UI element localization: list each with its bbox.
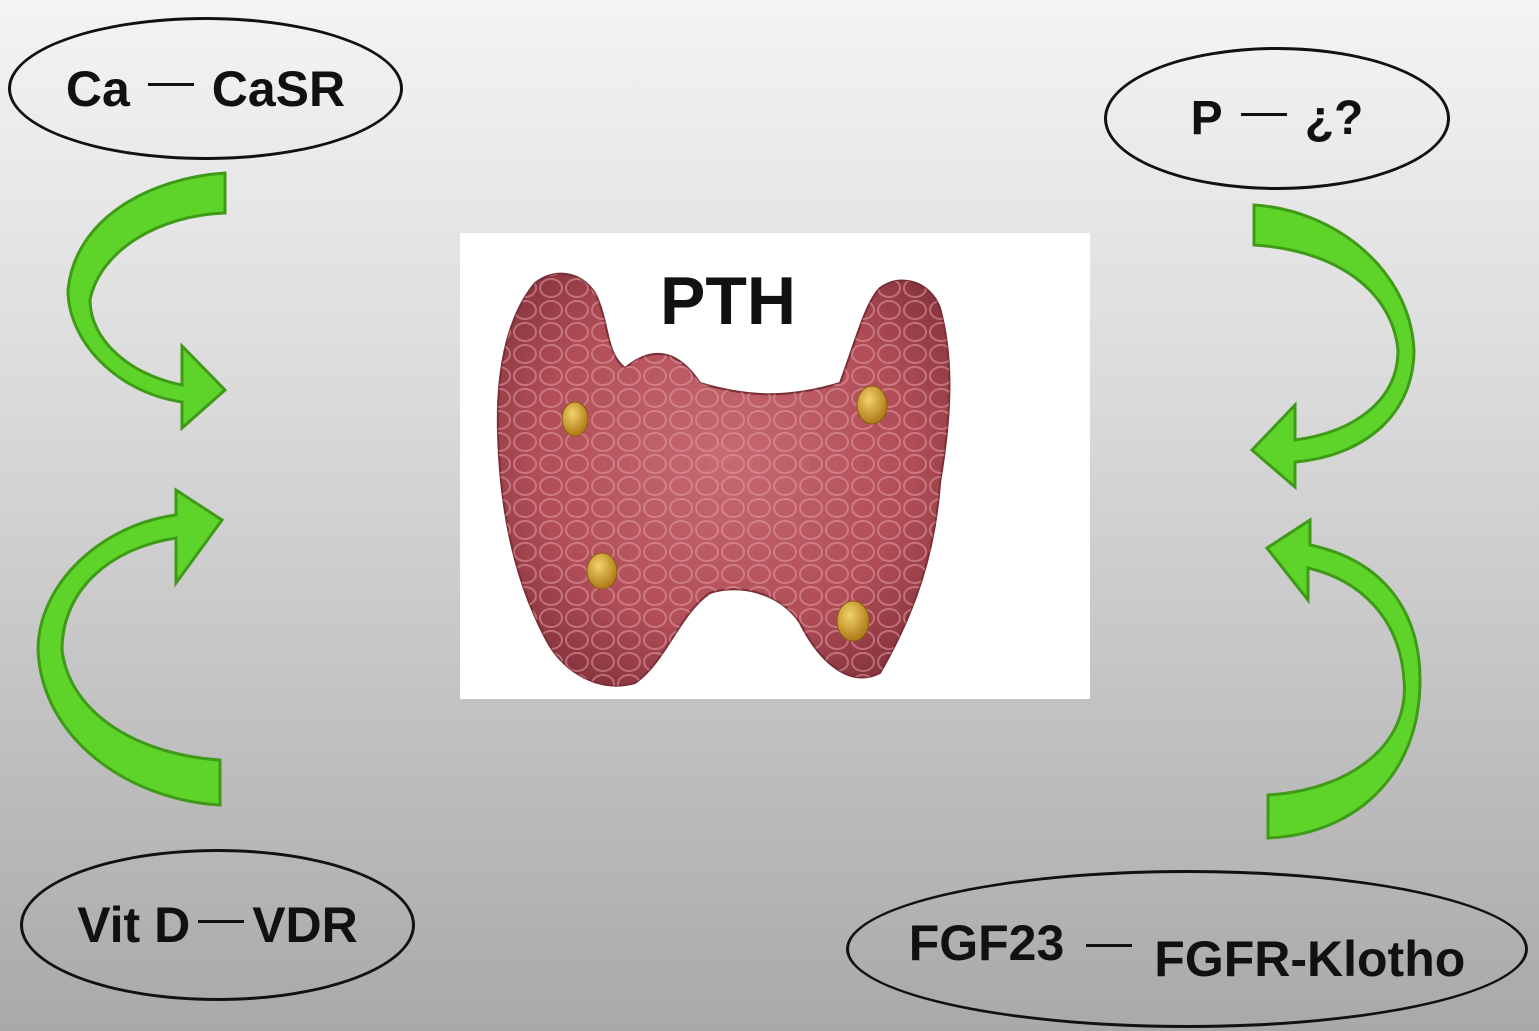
- link-dash: [148, 83, 194, 86]
- node-vitd-right: VDR: [252, 896, 358, 954]
- arrow-vitd-to-pth: [38, 490, 222, 805]
- node-vitd-left: Vit D: [77, 896, 190, 954]
- node-vitd-vdr: Vit D VDR: [20, 849, 415, 1001]
- arrow-p-to-pth: [1252, 205, 1414, 487]
- link-dash: [1086, 944, 1132, 947]
- node-p-unknown: P ¿?: [1104, 47, 1450, 190]
- node-p-right: ¿?: [1305, 91, 1364, 146]
- pth-title: PTH: [660, 262, 796, 340]
- node-ca-right: CaSR: [212, 60, 345, 118]
- arrow-fgf-to-pth: [1267, 520, 1420, 838]
- link-dash: [1241, 113, 1287, 116]
- arrow-ca-to-pth: [68, 173, 225, 428]
- node-p-left: P: [1191, 91, 1223, 146]
- node-fgf-right: FGFR-Klotho: [1154, 930, 1465, 988]
- node-ca-casr: Ca CaSR: [8, 17, 403, 160]
- node-fgf23-klotho: FGF23 FGFR-Klotho: [846, 870, 1528, 1028]
- link-dash: [198, 920, 244, 923]
- node-fgf-left: FGF23: [909, 914, 1065, 972]
- node-ca-left: Ca: [66, 60, 130, 118]
